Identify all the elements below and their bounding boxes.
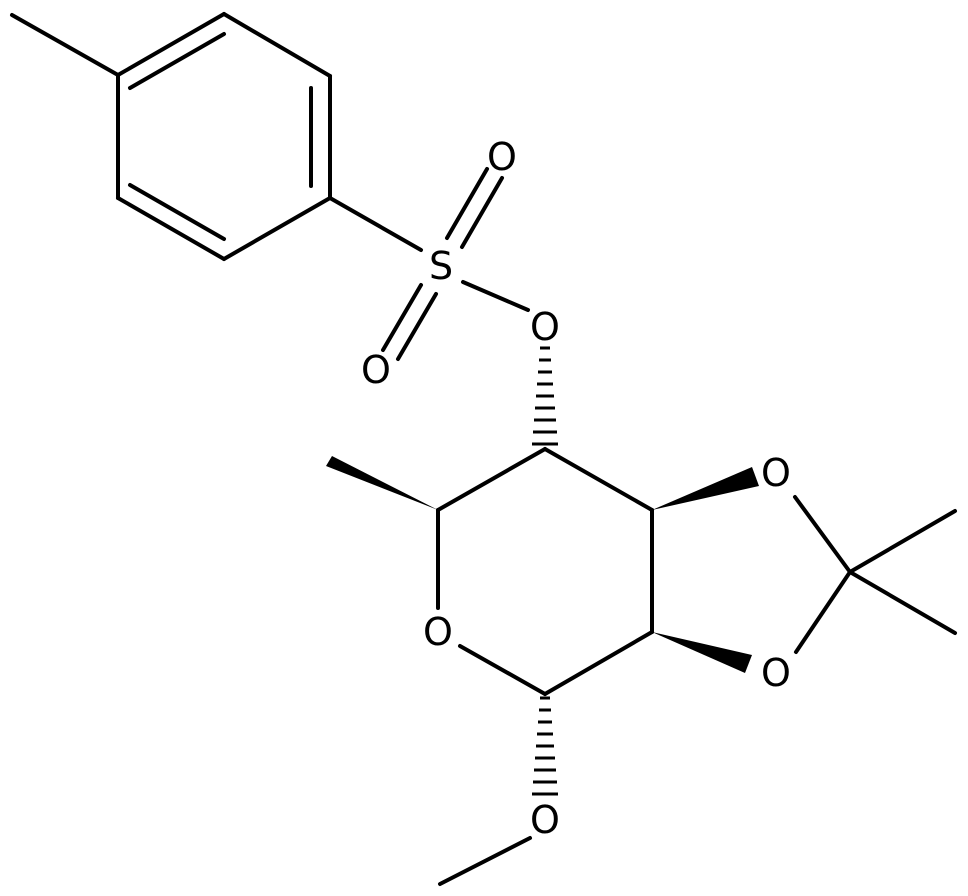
atom-label-o-sulfonyl-bottom: O (361, 348, 391, 392)
bond-sulfur-oxygen-top-a (445, 167, 489, 240)
wedge-bond-c5-methyl (326, 456, 438, 510)
bond-methoxy-methyl (438, 836, 532, 886)
dioxolane-ring (793, 495, 957, 654)
atom-label-o-methoxy: O (530, 798, 560, 842)
bond-c4-c3 (543, 447, 654, 512)
bond-ring-1-inner (128, 32, 226, 90)
atom-label-o-dioxolane-bottom: O (761, 651, 791, 695)
bond-c1-c2 (543, 630, 654, 696)
atom-label-o-ring: O (423, 610, 453, 654)
sulfonyl-group (328, 167, 530, 361)
hashed-bond-ester (532, 346, 558, 446)
bond-ring-4 (222, 196, 332, 261)
bond-tolyl-methyl (10, 13, 120, 77)
bond-cquat-methyl-a (848, 509, 957, 574)
tolyl-group (10, 12, 332, 261)
bond-ring-1 (116, 12, 226, 77)
bond-c4-c5 (436, 447, 547, 512)
atom-label-o-sulfonyl-top: O (487, 135, 517, 179)
bond-ring-2 (222, 12, 332, 78)
bond-o-bottom-cquat (794, 570, 852, 654)
bond-o-top-cquat (793, 495, 852, 574)
bond-cquat-methyl-b (848, 570, 957, 635)
atom-label-o-ester: O (530, 305, 560, 349)
bond-sulfur-oxygen-bottom-b (396, 292, 438, 361)
wedge-bond-c3-oxygen (652, 467, 759, 510)
pyranose-ring (436, 447, 654, 696)
bond-sulfur-oxygen-top-b (460, 176, 504, 249)
bond-o-ring-c1 (458, 644, 547, 696)
bond-aryl-sulfur (328, 196, 423, 252)
wedge-bond-c2-oxygen (652, 632, 752, 673)
bond-ring-5-inner (128, 183, 226, 241)
hashed-bond-methoxy (532, 696, 558, 796)
bond-ring-5 (116, 196, 226, 261)
bond-sulfur-oxygen-bottom-a (381, 283, 423, 352)
atom-label-s: S (429, 244, 453, 288)
bond-sulfur-ester-oxygen (461, 280, 530, 312)
atom-label-o-dioxolane-top: O (761, 451, 791, 495)
